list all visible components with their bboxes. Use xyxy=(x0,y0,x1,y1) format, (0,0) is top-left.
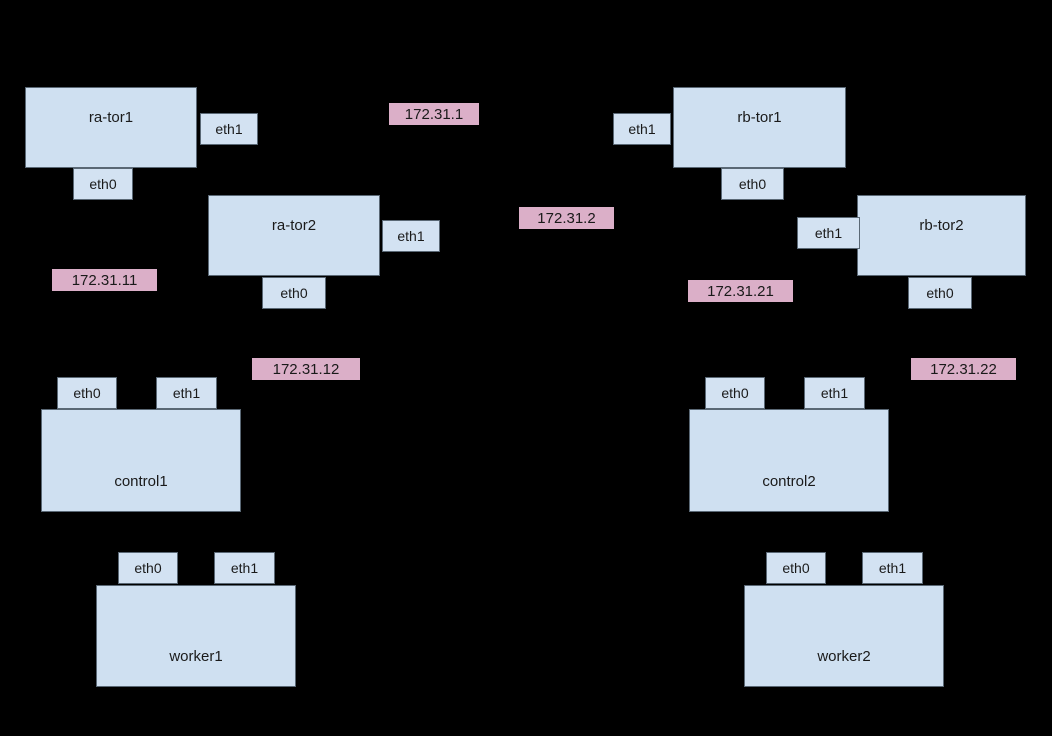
port-rb-tor2-eth1[interactable]: eth1 xyxy=(797,217,860,249)
network-label-net-172-31-11[interactable]: 172.31.11 xyxy=(52,269,157,291)
node-control1[interactable]: control1 xyxy=(41,409,241,512)
port-rb-tor2-eth0[interactable]: eth0 xyxy=(908,277,972,309)
node-label: ra-tor1 xyxy=(88,109,134,126)
port-worker1-eth1[interactable]: eth1 xyxy=(214,552,275,584)
port-worker2-eth0[interactable]: eth0 xyxy=(766,552,826,584)
network-label-net-172-31-21[interactable]: 172.31.21 xyxy=(688,280,793,302)
port-ra-tor1-eth1[interactable]: eth1 xyxy=(200,113,258,145)
node-rb-tor2[interactable]: rb-tor2 xyxy=(857,195,1026,276)
network-label-net-172-31-2[interactable]: 172.31.2 xyxy=(519,207,614,229)
node-label: control1 xyxy=(114,473,168,490)
network-label-net-172-31-22[interactable]: 172.31.22 xyxy=(911,358,1016,380)
port-control1-eth1[interactable]: eth1 xyxy=(156,377,217,409)
port-ra-tor2-eth0[interactable]: eth0 xyxy=(262,277,326,309)
node-label: rb-tor1 xyxy=(737,109,782,126)
port-worker1-eth0[interactable]: eth0 xyxy=(118,552,178,584)
port-control2-eth1[interactable]: eth1 xyxy=(804,377,865,409)
port-control1-eth0[interactable]: eth0 xyxy=(57,377,117,409)
node-ra-tor2[interactable]: ra-tor2 xyxy=(208,195,380,276)
port-rb-tor1-eth0[interactable]: eth0 xyxy=(721,168,784,200)
node-label: worker2 xyxy=(817,648,871,665)
node-label: rb-tor2 xyxy=(919,217,964,234)
node-worker1[interactable]: worker1 xyxy=(96,585,296,687)
network-label-net-172-31-12[interactable]: 172.31.12 xyxy=(252,358,360,380)
node-rb-tor1[interactable]: rb-tor1 xyxy=(673,87,846,168)
node-label: worker1 xyxy=(169,648,223,665)
network-label-net-172-31-1[interactable]: 172.31.1 xyxy=(389,103,479,125)
port-control2-eth0[interactable]: eth0 xyxy=(705,377,765,409)
node-label: ra-tor2 xyxy=(271,217,317,234)
port-ra-tor2-eth1[interactable]: eth1 xyxy=(382,220,440,252)
port-ra-tor1-eth0[interactable]: eth0 xyxy=(73,168,133,200)
node-control2[interactable]: control2 xyxy=(689,409,889,512)
port-worker2-eth1[interactable]: eth1 xyxy=(862,552,923,584)
port-rb-tor1-eth1[interactable]: eth1 xyxy=(613,113,671,145)
node-worker2[interactable]: worker2 xyxy=(744,585,944,687)
node-ra-tor1[interactable]: ra-tor1 xyxy=(25,87,197,168)
node-label: control2 xyxy=(762,473,816,490)
